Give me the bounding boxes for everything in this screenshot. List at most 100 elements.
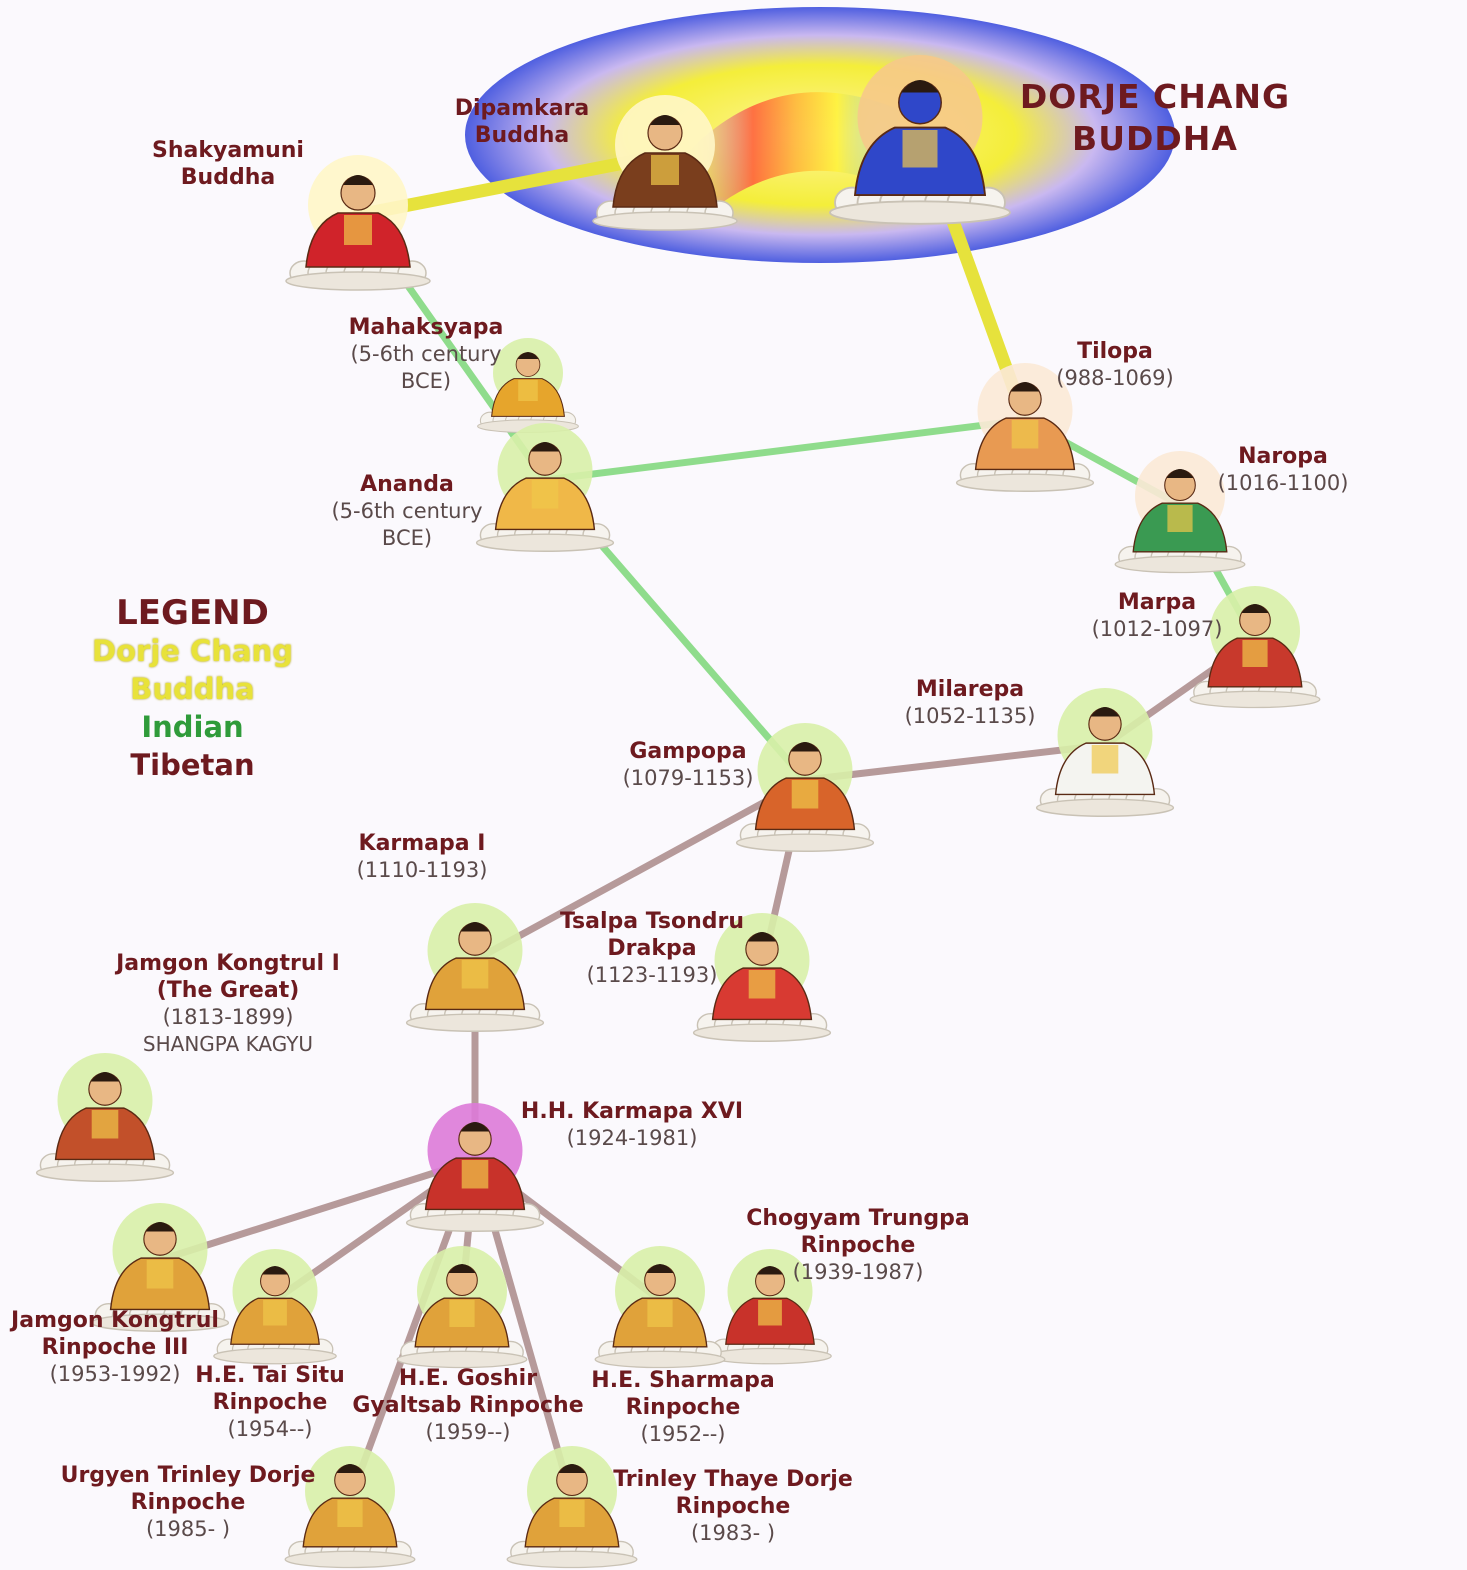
hair <box>262 1266 288 1275</box>
vest <box>461 960 489 989</box>
hair <box>460 922 490 932</box>
figure-name: Gyaltsab Rinpoche <box>352 1393 584 1418</box>
figure-karmapa-xvi <box>405 1103 545 1232</box>
lineage-link-buddha <box>351 148 672 222</box>
figure-name: Rinpoche <box>212 1390 328 1415</box>
figure-name: Rinpoche <box>800 1233 916 1258</box>
figure-dates: (1959--) <box>425 1420 511 1444</box>
figure-urgyen <box>284 1446 416 1569</box>
figure-dates: (1012-1097) <box>1091 617 1223 641</box>
title-line: BUDDHA <box>1072 119 1238 158</box>
figure-name: Shakyamuni <box>152 138 304 163</box>
legend-item-dorje-chang: Buddha <box>130 672 255 706</box>
lineage-link-tibetan <box>801 741 1109 784</box>
figure-name: Ananda <box>360 472 454 497</box>
figure-dates: (1953-1992) <box>49 1362 181 1386</box>
figure-name: Chogyam Trungpa <box>746 1206 970 1231</box>
figure-name: H.E. Goshir <box>398 1366 538 1391</box>
figure-name: Mahaksyapa <box>348 315 504 340</box>
label-tilopa: Tilopa(988-1069) <box>965 338 1265 392</box>
figure-name: Rinpoche <box>625 1395 741 1420</box>
figure-jamgon-i <box>35 1053 175 1182</box>
figure-name: Drakpa <box>607 936 697 961</box>
legend-item-tibetan: Tibetan <box>130 748 255 782</box>
figure-naropa <box>1114 451 1246 574</box>
figure-name: Karmapa I <box>358 831 486 856</box>
figure-name: Trinley Thaye Dorje <box>613 1467 853 1492</box>
figure-dates: (5-6th century <box>350 342 502 366</box>
figure-name: Marpa <box>1117 590 1197 615</box>
vest <box>91 1110 119 1139</box>
hair <box>1166 469 1194 478</box>
hair <box>1010 382 1040 392</box>
vest <box>748 970 776 999</box>
vest <box>902 130 938 168</box>
figure-dates: (1123-1193) <box>586 963 718 987</box>
vest <box>1242 640 1268 667</box>
figure-name: Buddha <box>474 123 570 148</box>
figure-name: (The Great) <box>156 978 300 1003</box>
figure-jamgon-iii <box>90 1203 230 1332</box>
hair <box>530 442 560 452</box>
hair <box>145 1222 175 1232</box>
figure-shakyamuni <box>285 155 431 291</box>
figure-name: Naropa <box>1238 444 1328 469</box>
vest <box>1091 745 1119 774</box>
figure-name: H.E. Tai Situ <box>195 1363 345 1388</box>
vest <box>651 155 679 185</box>
figure-thaye <box>506 1446 638 1569</box>
figure-dates: (1924-1981) <box>566 1126 698 1150</box>
hair <box>650 115 680 125</box>
figure-dates: (1954--) <box>227 1417 313 1441</box>
hair <box>558 1464 586 1473</box>
lotus-throne <box>829 186 1011 225</box>
hair <box>757 1266 783 1275</box>
figure-chogyam <box>708 1249 832 1365</box>
figure-dates: (1016-1100) <box>1217 471 1349 495</box>
figure-dates: (1052-1135) <box>904 704 1036 728</box>
figure-name: Jamgon Kongtrul <box>11 1308 219 1333</box>
hair <box>460 1122 490 1132</box>
figure-name: Buddha <box>180 165 276 190</box>
figure-name: Rinpoche <box>675 1494 791 1519</box>
figure-dates: BCE) <box>381 526 433 550</box>
hair <box>790 742 820 752</box>
legend-title: LEGEND <box>116 593 269 633</box>
figure-name: Rinpoche <box>130 1490 246 1515</box>
figure-name: H.H. Karmapa XVI <box>520 1099 744 1124</box>
hair <box>646 1264 674 1273</box>
figure-ananda <box>475 423 615 552</box>
label-naropa: Naropa(1016-1100) <box>1133 443 1433 497</box>
label-gampopa: Gampopa(1079-1153) <box>538 738 838 792</box>
hair <box>1090 707 1120 717</box>
figure-dates: (1079-1153) <box>622 766 754 790</box>
vest <box>337 1500 363 1527</box>
figure-gampopa <box>735 723 875 852</box>
figure-name: H.E. Sharmapa <box>591 1368 775 1393</box>
figure-name: Dipamkara <box>454 96 590 121</box>
vest <box>758 1300 782 1326</box>
vest <box>461 1160 489 1189</box>
figure-dates: (1813-1899) <box>162 1005 294 1029</box>
hair <box>448 1264 476 1273</box>
vest <box>518 380 538 401</box>
figure-name: Tilopa <box>1077 339 1153 364</box>
figure-name: Gampopa <box>629 739 747 764</box>
label-marpa: Marpa(1012-1097) <box>1007 589 1307 643</box>
figure-name: Urgyen Trinley Dorje <box>60 1463 316 1488</box>
legend-item-dorje-chang: Dorje Chang <box>92 634 293 668</box>
legend-item-indian: Indian <box>141 710 244 744</box>
figure-dates: (1939-1987) <box>792 1260 924 1284</box>
vest <box>449 1300 475 1327</box>
vest <box>791 780 819 809</box>
hair <box>901 80 939 93</box>
rainbow-beam <box>690 92 900 220</box>
figure-dates: (5-6th century <box>331 499 483 523</box>
